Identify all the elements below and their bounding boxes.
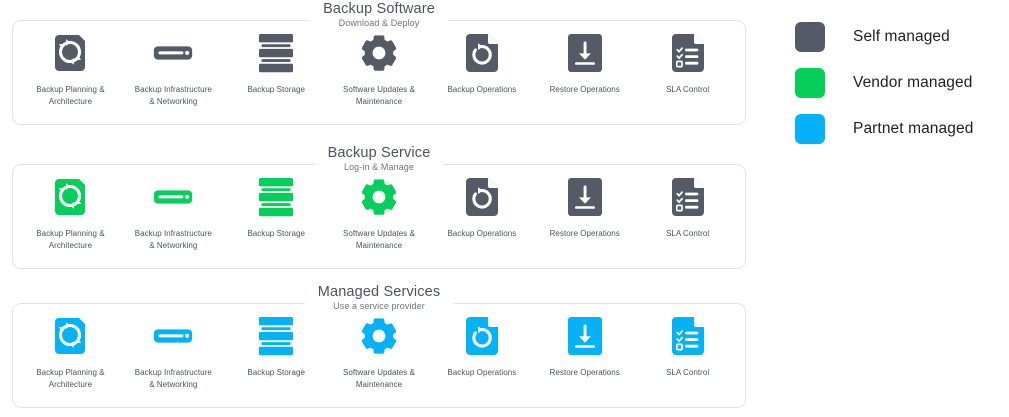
legend-color-swatch xyxy=(795,68,825,98)
capability-item[interactable]: Backup Operations xyxy=(430,316,533,379)
capability-item[interactable]: Backup Storage xyxy=(225,316,328,379)
legend-color-swatch xyxy=(795,22,825,52)
capability-item[interactable]: SLA Control xyxy=(636,316,739,379)
legend-color-swatch xyxy=(795,114,825,144)
capability-item-label: Backup Planning &Architecture xyxy=(36,229,105,250)
capability-item[interactable]: Backup Planning &Architecture xyxy=(19,33,122,107)
legend-item-label: Vendor managed xyxy=(853,74,973,91)
panel-title: Backup Service xyxy=(327,145,431,161)
capability-item[interactable]: SLA Control xyxy=(636,177,739,240)
capability-item-label: Backup Infrastructure& Networking xyxy=(134,85,212,106)
storage-stack-icon xyxy=(256,177,296,217)
capability-item-label: Restore Operations xyxy=(549,229,620,238)
capability-item[interactable]: Backup Planning &Architecture xyxy=(19,316,122,390)
capability-item[interactable]: Software Updates &Maintenance xyxy=(328,177,431,251)
capability-item[interactable]: Backup Operations xyxy=(430,33,533,96)
capability-item[interactable]: Restore Operations xyxy=(533,316,636,379)
capability-item[interactable]: Restore Operations xyxy=(533,33,636,96)
network-appliance-icon xyxy=(153,177,193,217)
sync-arrows-icon xyxy=(50,177,90,217)
capability-item-label: Restore Operations xyxy=(549,85,620,94)
checklist-document-icon xyxy=(668,316,708,356)
capability-item[interactable]: Restore Operations xyxy=(533,177,636,240)
capability-item-label: Backup Infrastructure& Networking xyxy=(134,229,212,250)
network-appliance-icon xyxy=(153,33,193,73)
legend-item-label: Partnet managed xyxy=(853,120,974,137)
capability-item[interactable]: Backup Infrastructure& Networking xyxy=(122,316,225,390)
capability-item-label: Backup Operations xyxy=(447,229,517,238)
capability-item[interactable]: Backup Planning &Architecture xyxy=(19,177,122,251)
capability-item-label: Restore Operations xyxy=(549,368,620,377)
capability-item-label: Backup Infrastructure& Networking xyxy=(134,368,212,389)
legend-item: Self managed xyxy=(795,14,1009,60)
capability-item-label: Backup Storage xyxy=(247,368,305,377)
panel-title: Managed Services xyxy=(317,284,441,300)
capability-item-label: Backup Operations xyxy=(447,85,517,94)
panel-title: Backup Software xyxy=(323,1,435,17)
capability-item-label: Backup Storage xyxy=(247,229,305,238)
legend-item-label: Self managed xyxy=(853,28,950,45)
network-appliance-icon xyxy=(153,316,193,356)
document-refresh-icon xyxy=(462,33,502,73)
sync-arrows-icon xyxy=(50,33,90,73)
capability-item[interactable]: Backup Operations xyxy=(430,177,533,240)
download-arrow-icon xyxy=(565,316,605,356)
capability-item-label: SLA Control xyxy=(665,85,710,94)
panel-items: Backup Planning &Architecture Backup Infr… xyxy=(13,165,745,268)
capability-item-label: SLA Control xyxy=(665,368,710,377)
gear-icon xyxy=(359,316,399,356)
capability-item[interactable]: Software Updates &Maintenance xyxy=(328,33,431,107)
download-arrow-icon xyxy=(565,177,605,217)
sync-arrows-icon xyxy=(50,316,90,356)
gear-icon xyxy=(359,33,399,73)
capability-item-label: Backup Planning &Architecture xyxy=(36,85,105,106)
capability-item-label: Backup Storage xyxy=(247,85,305,94)
capability-item[interactable]: Backup Storage xyxy=(225,177,328,240)
document-refresh-icon xyxy=(462,316,502,356)
document-refresh-icon xyxy=(462,177,502,217)
capability-item-label: Software Updates &Maintenance xyxy=(342,368,416,389)
capability-item[interactable]: Backup Storage xyxy=(225,33,328,96)
panel-items: Backup Planning &Architecture Backup Infr… xyxy=(13,304,745,407)
capability-item-label: Software Updates &Maintenance xyxy=(342,229,416,250)
checklist-document-icon xyxy=(668,177,708,217)
capability-item[interactable]: Software Updates &Maintenance xyxy=(328,316,431,390)
gear-icon xyxy=(359,177,399,217)
capability-item-label: Software Updates &Maintenance xyxy=(342,85,416,106)
storage-stack-icon xyxy=(256,33,296,73)
panel-items: Backup Planning &Architecture Backup Infr… xyxy=(13,21,745,124)
download-arrow-icon xyxy=(565,33,605,73)
capability-item[interactable]: SLA Control xyxy=(636,33,739,96)
checklist-document-icon xyxy=(668,33,708,73)
capability-item-label: SLA Control xyxy=(665,229,710,238)
capability-item-label: Backup Operations xyxy=(447,368,517,377)
storage-stack-icon xyxy=(256,316,296,356)
legend-item: Vendor managed xyxy=(795,60,1009,106)
legend-item: Partnet managed xyxy=(795,106,1009,152)
capability-item[interactable]: Backup Infrastructure& Networking xyxy=(122,177,225,251)
capability-item[interactable]: Backup Infrastructure& Networking xyxy=(122,33,225,107)
capability-item-label: Backup Planning &Architecture xyxy=(36,368,105,389)
